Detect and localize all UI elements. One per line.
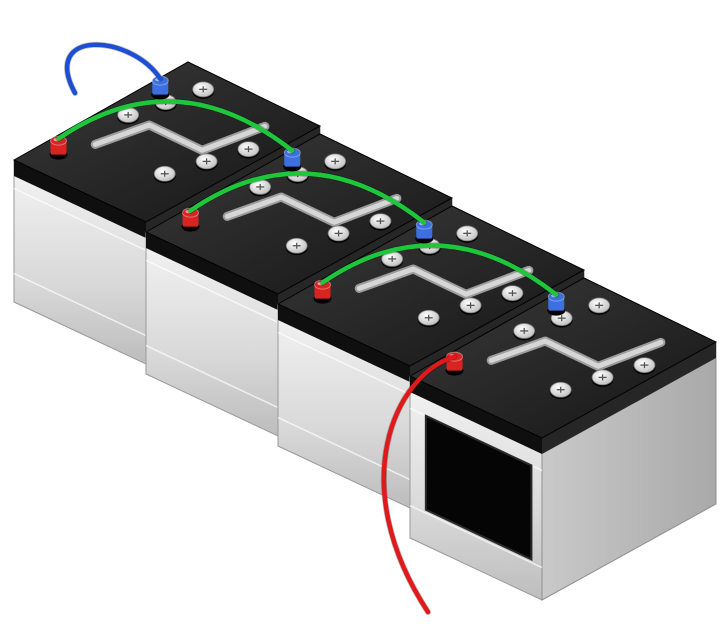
battery-handle-highlight <box>488 338 664 369</box>
battery-icon <box>408 277 718 601</box>
cable-icon <box>188 171 427 225</box>
battery-case-ridge <box>13 272 147 337</box>
cable-icon <box>320 243 559 297</box>
battery-handle-highlight <box>92 122 268 153</box>
cable-group <box>55 41 560 615</box>
battery-lid-edge <box>278 304 410 382</box>
battery-case-ridge <box>145 344 279 409</box>
battery-lid <box>12 61 322 223</box>
battery-lid-edge <box>410 376 542 454</box>
negative-lead-cable <box>65 42 163 96</box>
battery-case-ridge <box>13 187 147 252</box>
positive-lead-cable <box>381 354 457 615</box>
battery-case-ridge <box>277 416 411 481</box>
battery-lid <box>276 205 586 367</box>
battery-case-ridge <box>409 504 543 569</box>
battery-case-ridge <box>277 331 411 396</box>
battery-lid <box>144 133 454 295</box>
battery-lid-edge <box>14 160 146 238</box>
battery-lid <box>408 277 718 439</box>
battery-lid-edge <box>542 342 716 454</box>
battery-handle-highlight <box>224 194 400 225</box>
battery-case-ridge <box>145 259 279 324</box>
cable-icon <box>56 99 295 153</box>
battery-label-panel <box>424 414 533 561</box>
battery-handle-highlight <box>356 266 532 297</box>
battery-lid-edge <box>146 232 278 310</box>
battery-group <box>12 61 718 601</box>
